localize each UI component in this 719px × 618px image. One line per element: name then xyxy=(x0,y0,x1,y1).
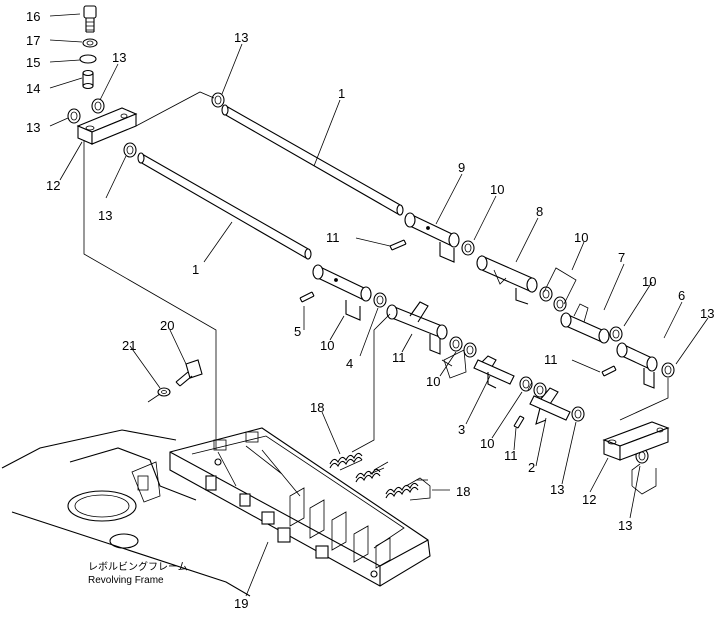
callout-10: 10 xyxy=(480,436,494,451)
lever-9 xyxy=(404,212,460,263)
callout-10: 4 xyxy=(346,356,353,371)
leader-lines xyxy=(49,13,709,597)
spring-18-c xyxy=(385,482,419,495)
callout-13: 13 xyxy=(98,208,112,223)
lever-2 xyxy=(529,387,571,425)
shaft-upper xyxy=(221,104,404,216)
callout-10: 10 xyxy=(490,182,504,197)
pin-11-a xyxy=(389,239,407,251)
bracket-12-lower xyxy=(602,421,670,461)
callout-21: 21 xyxy=(122,338,136,353)
bushing-10-d xyxy=(609,326,623,342)
callout-15: 15 xyxy=(26,55,40,70)
bracket-12-upper xyxy=(76,107,138,145)
callout-14: 14 xyxy=(26,81,40,96)
callout-12: 12 xyxy=(46,178,60,193)
lever-6 xyxy=(616,342,658,389)
frame-caption-english: Revolving Frame xyxy=(88,575,164,586)
bushing-10-b xyxy=(539,286,553,302)
callout-3: 3 xyxy=(458,422,465,437)
assembly-lines xyxy=(83,91,669,501)
bushing-10-a xyxy=(461,240,475,256)
shaft-lower xyxy=(137,152,312,260)
callout-19: 19 xyxy=(234,596,248,611)
callout-13: 13 xyxy=(26,120,40,135)
pin-11-b xyxy=(299,291,315,303)
bushing-10-h xyxy=(519,376,533,392)
bushing-10-i xyxy=(533,382,547,398)
lever-8 xyxy=(476,255,538,305)
callout-12: 12 xyxy=(582,492,596,507)
bolt-16 xyxy=(83,5,97,33)
callout-10: 10 xyxy=(642,274,656,289)
callout-18: 18 xyxy=(456,484,470,499)
callout-6: 6 xyxy=(678,288,685,303)
callout-13: 13 xyxy=(550,482,564,497)
callout-13: 13 xyxy=(112,50,126,65)
lever-4 xyxy=(386,301,448,355)
callout-10: 10 xyxy=(574,230,588,245)
washer-21 xyxy=(157,387,171,397)
callout-1: 1 xyxy=(338,86,345,101)
pin-11-c xyxy=(601,365,617,377)
o-ring-15 xyxy=(79,54,97,64)
bracket-assembly xyxy=(169,427,431,587)
callout-labels: 16 17 15 14 13 13 13 12 13 1 9 10 8 11 1… xyxy=(26,9,714,611)
lever-7 xyxy=(560,303,610,344)
callout-10: 10 xyxy=(426,374,440,389)
callout-13: 13 xyxy=(700,306,714,321)
revolving-frame: レボルビングフレーム Revolving Frame xyxy=(1,429,251,597)
frame-caption-japanese: レボルビングフレーム xyxy=(88,560,188,573)
spring-18-b xyxy=(355,468,381,479)
spring-18-a xyxy=(329,452,363,465)
callout-16: 16 xyxy=(26,9,40,24)
callout-11: 11 xyxy=(504,448,518,463)
callout-2: 2 xyxy=(528,460,535,475)
callout-1: 1 xyxy=(192,262,199,277)
bushing-13-left-lower xyxy=(123,142,137,158)
washer-17 xyxy=(82,38,98,48)
bushing-13-top xyxy=(211,92,225,108)
pin-11-d xyxy=(513,415,525,429)
pin-14 xyxy=(82,69,94,90)
callout-11: 11 xyxy=(326,230,340,245)
bushing-13-left xyxy=(67,108,81,124)
callout-8: 8 xyxy=(536,204,543,219)
callout-20: 20 xyxy=(160,318,174,333)
bushing-10-f xyxy=(449,336,463,352)
callout-5: 10 xyxy=(320,338,334,353)
bushing-13-right xyxy=(661,362,675,378)
callout-13: 13 xyxy=(234,30,248,45)
callout-13: 13 xyxy=(618,518,632,533)
bushing-10-c xyxy=(553,296,567,312)
callout-9: 9 xyxy=(458,160,465,175)
callout-7: 7 xyxy=(618,250,625,265)
callout-4: 11 xyxy=(392,350,406,365)
bushing-10-e xyxy=(373,292,387,308)
callout-18: 18 xyxy=(310,400,324,415)
lever-5 xyxy=(312,264,372,321)
callout-17: 17 xyxy=(26,33,40,48)
callout-11: 5 xyxy=(294,324,301,339)
bolt-20 xyxy=(175,359,203,387)
bushing-13-top-left xyxy=(91,98,105,114)
bushing-13-right-lower xyxy=(571,406,585,422)
bushing-10-g xyxy=(463,342,477,358)
lever-3 xyxy=(473,355,515,389)
callout-11: 11 xyxy=(544,352,558,367)
